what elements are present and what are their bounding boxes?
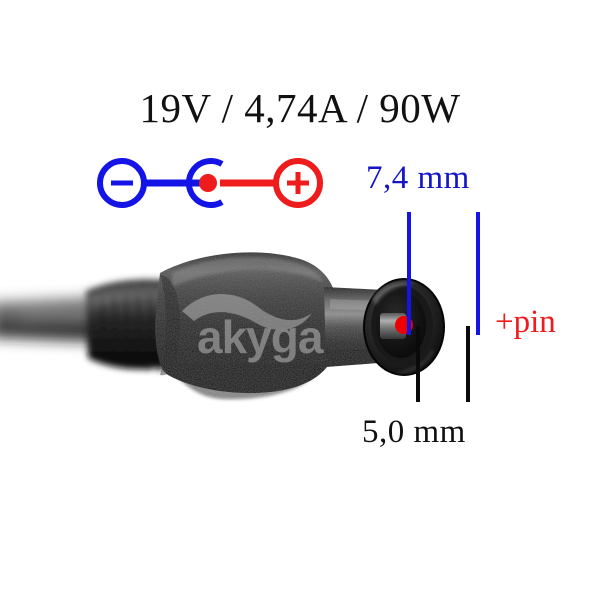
inner-diameter-label: 5,0 mm [362,414,466,450]
polarity-diagram [96,150,336,216]
polarity-barrel-c-shape [185,158,224,208]
outer-diameter-label: 7,4 mm [366,160,470,196]
pin-polarity-label: +pin [495,304,556,340]
dc-connector-photo: akyga [0,225,520,425]
barrel-tip [363,278,445,376]
brand-watermark-text: akyga [0,0,1,1]
connector-body [155,252,338,400]
center-pin-dot [395,316,413,334]
polarity-negative-circle [97,158,147,208]
page-title: 19V / 4,74A / 90W [139,85,461,131]
akyga-swoosh-icon [182,294,312,330]
akyga-watermark: akyga [182,294,325,363]
polarity-positive-circle [273,158,323,208]
akyga-wordmark: akyga [197,311,324,363]
polarity-center-dot [199,174,217,192]
